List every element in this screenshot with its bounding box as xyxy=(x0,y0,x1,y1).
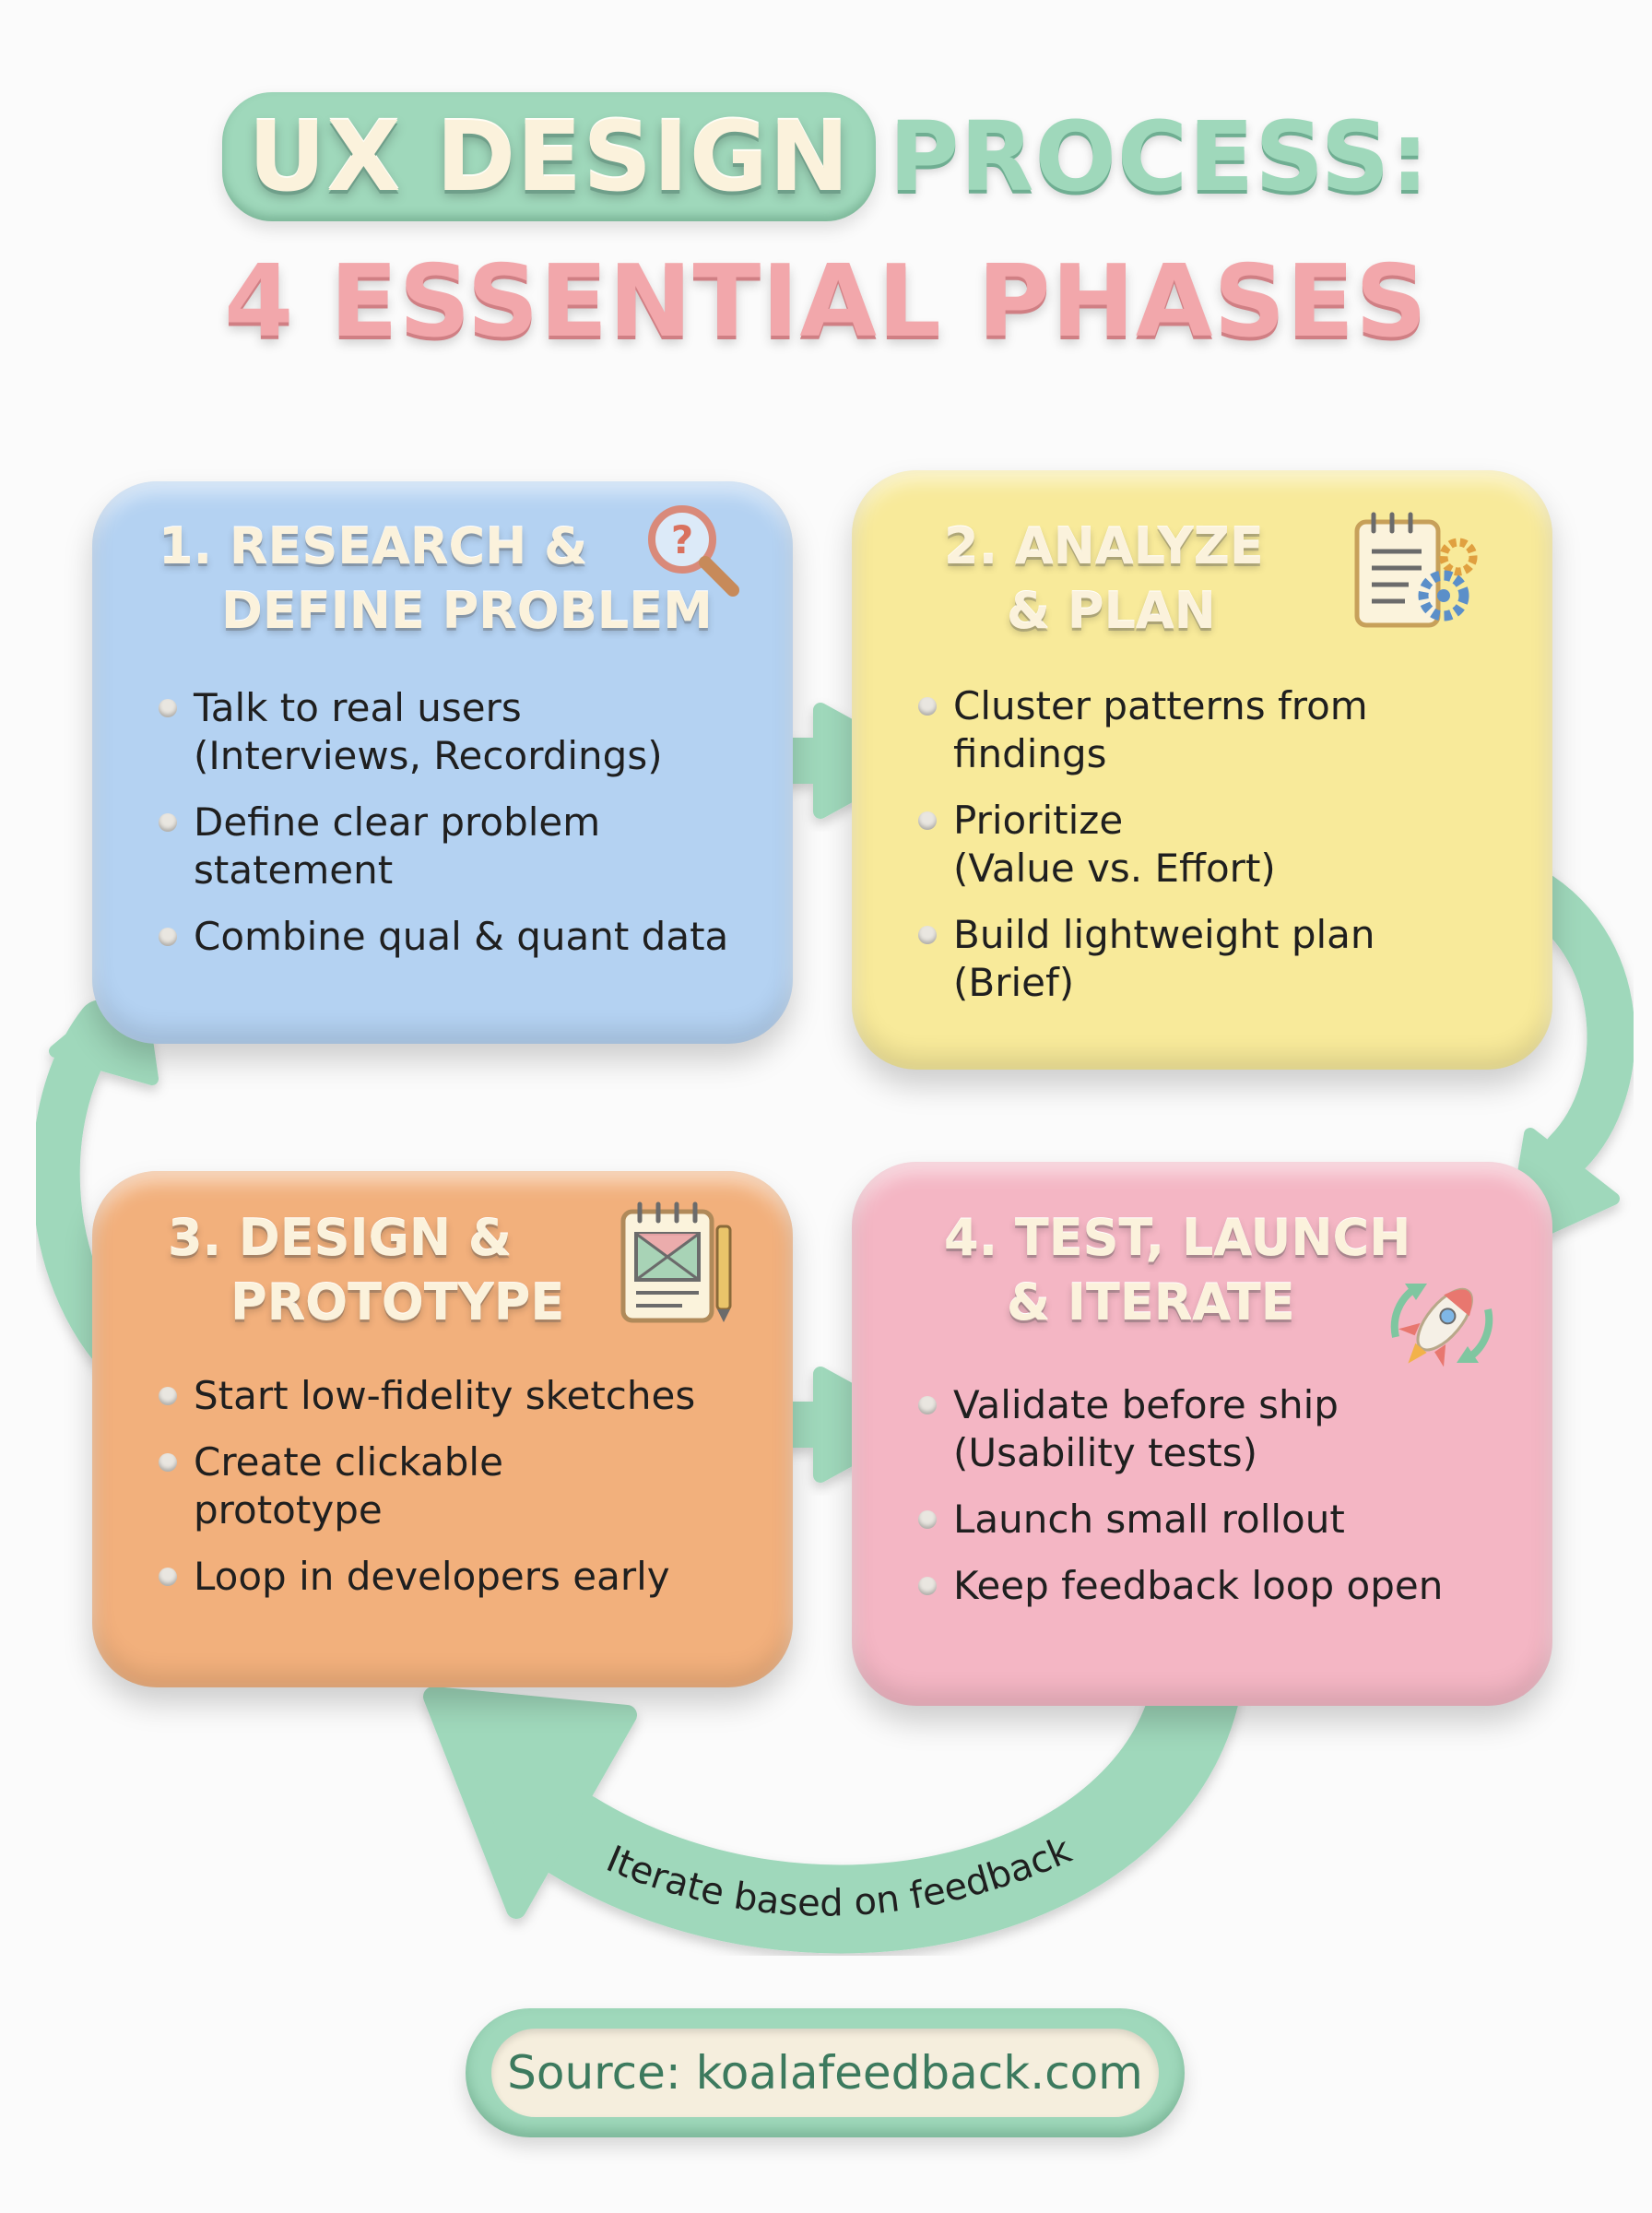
title-line-2: 4 ESSENTIAL PHASES xyxy=(0,247,1652,376)
phase-title: 3. DESIGN & PROTOTYPE xyxy=(168,1206,564,1335)
feedback-loop-arrow xyxy=(423,1634,1243,1954)
bullet-item: Start low-fidelity sketches xyxy=(159,1372,756,1420)
phase-title: 2. ANALYZE & PLAN xyxy=(944,515,1264,644)
sketchpad-pencil-icon xyxy=(620,1201,732,1323)
phase-bullets: Talk to real users(Interviews, Recording… xyxy=(159,684,756,979)
phase-title-line: 1. RESEARCH & xyxy=(159,517,588,575)
source-pill: Source: koalafeedback.com xyxy=(466,2008,1185,2137)
phase-title-line: 4. TEST, LAUNCH xyxy=(944,1209,1411,1267)
phase-title: 1. RESEARCH & DEFINE PROBLEM xyxy=(159,515,713,644)
bullet-item: Talk to real users(Interviews, Recording… xyxy=(159,684,756,780)
phase-card-test: 4. TEST, LAUNCH & ITERATE Validate befor… xyxy=(852,1162,1552,1706)
bullet-item: Prioritize(Value vs. Effort) xyxy=(918,797,1516,893)
phase-title-line: PROTOTYPE xyxy=(230,1273,565,1331)
phase-title-line: 3. DESIGN & xyxy=(168,1209,512,1267)
bullet-item: Combine qual & quant data xyxy=(159,913,756,961)
title-highlight-pill: UX DESIGN xyxy=(221,92,877,221)
svg-text:?: ? xyxy=(671,517,693,562)
source-text: Source: koalafeedback.com xyxy=(491,2029,1159,2117)
bullet-item: Loop in developers early xyxy=(159,1553,756,1601)
bullet-item: Build lightweight plan(Brief) xyxy=(918,911,1516,1007)
phase-bullets: Start low-fidelity sketches Create click… xyxy=(159,1372,756,1619)
phase-title: 4. TEST, LAUNCH & ITERATE xyxy=(944,1206,1410,1335)
title-line-1: UX DESIGN PROCESS: xyxy=(0,92,1652,231)
title-highlight: UX DESIGN xyxy=(247,101,851,213)
magnifier-question-icon: ? xyxy=(648,505,739,597)
subtitle: 4 ESSENTIAL PHASES xyxy=(224,244,1428,360)
notepad-gears-icon xyxy=(1354,512,1478,628)
rocket-cycle-icon xyxy=(1390,1284,1493,1367)
phase-bullets: Validate before ship(Usability tests) La… xyxy=(918,1381,1516,1628)
phase-card-design: 3. DESIGN & PROTOTYPE Start low-fidelity… xyxy=(92,1171,793,1687)
phase-title-line: & PLAN xyxy=(1007,582,1216,640)
phase-title-line: DEFINE PROBLEM xyxy=(221,582,713,640)
title-rest: PROCESS: xyxy=(889,101,1431,213)
bullet-item: Validate before ship(Usability tests) xyxy=(918,1381,1516,1477)
phase-title-line: 2. ANALYZE xyxy=(944,517,1264,575)
phase-title-line: & ITERATE xyxy=(1007,1273,1295,1331)
bullet-item: Keep feedback loop open xyxy=(918,1562,1516,1610)
bullet-item: Launch small rollout xyxy=(918,1496,1516,1544)
phase-card-research: 1. RESEARCH & DEFINE PROBLEM ? Talk to r… xyxy=(92,481,793,1044)
